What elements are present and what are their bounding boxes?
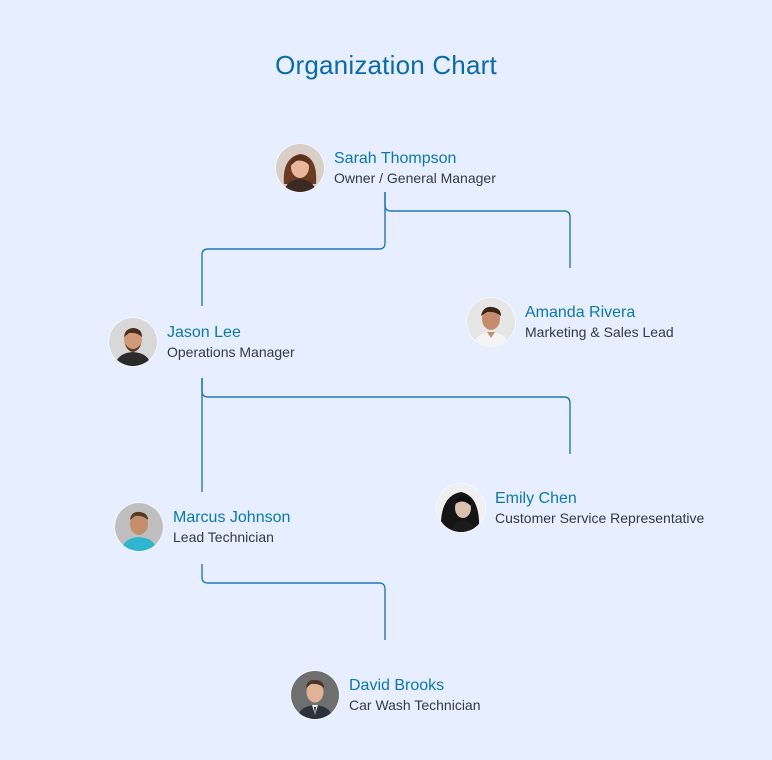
person-name: David Brooks	[349, 676, 445, 694]
org-node-marcus-johnson[interactable]: Marcus Johnson Lead Technician	[115, 503, 290, 551]
org-node-amanda-rivera[interactable]: Amanda Rivera Marketing & Sales Lead	[467, 298, 674, 346]
connector-sarah-amanda	[384, 192, 571, 268]
avatar-man-icon	[291, 671, 339, 719]
person-name: Emily Chen	[495, 489, 577, 507]
avatar-woman-icon	[437, 484, 485, 532]
person-role: Operations Manager	[167, 343, 295, 360]
person-name: Marcus Johnson	[173, 508, 291, 526]
person-name: Amanda Rivera	[525, 303, 636, 321]
person-role: Customer Service Representative	[495, 509, 705, 526]
avatar-woman-icon	[276, 144, 324, 192]
person-role: Owner / General Manager	[334, 169, 496, 186]
person-name: Sarah Thompson	[334, 149, 457, 167]
connector-sarah-jason	[201, 192, 386, 306]
org-node-emily-chen[interactable]: Emily Chen Customer Service Representati…	[437, 484, 704, 532]
avatar-man-icon	[109, 318, 157, 366]
person-role: Marketing & Sales Lead	[525, 323, 674, 340]
person-role: Lead Technician	[173, 528, 274, 545]
avatar-man-icon	[115, 503, 163, 551]
org-node-david-brooks[interactable]: David Brooks Car Wash Technician	[291, 671, 481, 719]
org-node-jason-lee[interactable]: Jason Lee Operations Manager	[109, 318, 295, 366]
connector-marcus-david	[201, 564, 386, 640]
org-node-sarah-thompson[interactable]: Sarah Thompson Owner / General Manager	[276, 144, 496, 192]
person-role: Car Wash Technician	[349, 696, 481, 713]
person-name: Jason Lee	[167, 323, 241, 341]
connector-jason-emily	[201, 378, 571, 454]
page-title: Organization Chart	[275, 50, 497, 80]
avatar-man-icon	[467, 298, 515, 346]
